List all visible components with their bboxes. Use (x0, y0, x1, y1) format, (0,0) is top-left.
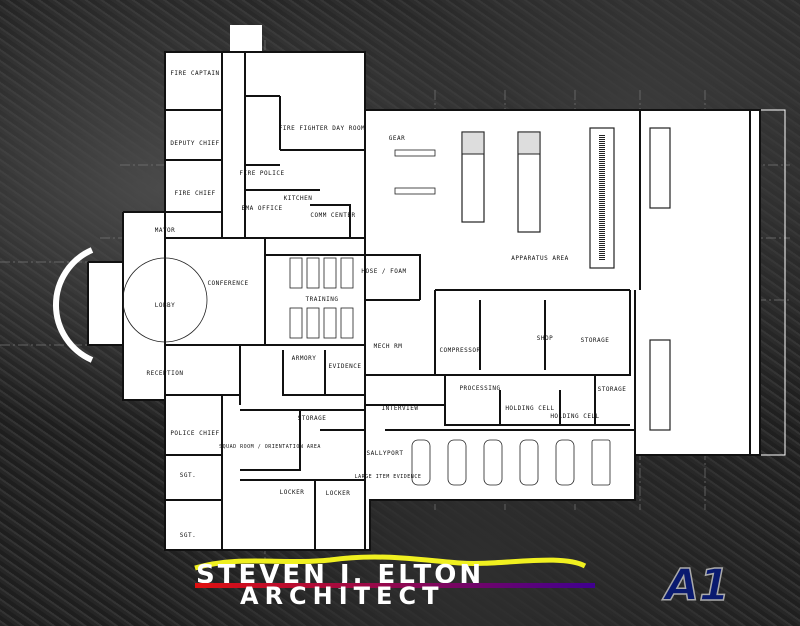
room-deputy-chief: DEPUTY CHIEF (170, 140, 219, 147)
room-lobby: LOBBY (155, 302, 176, 309)
room-labels: FIRE CAPTAIN DEPUTY CHIEF FIRE CHIEF FIR… (146, 70, 627, 539)
room-squad-room: SQUAD ROOM / ORIENTATION AREA (219, 444, 321, 450)
room-hose-foam: HOSE / FOAM (361, 268, 406, 275)
room-large-item-evidence: LARGE ITEM EVIDENCE (355, 474, 422, 480)
room-day-room: FIRE FIGHTER DAY ROOM (279, 125, 365, 132)
room-storage-3: STORAGE (298, 415, 327, 422)
room-fire-captain: FIRE CAPTAIN (170, 70, 219, 77)
logo-mark: A1 (662, 560, 730, 611)
room-police-chief: POLICE CHIEF (170, 430, 219, 437)
room-gear: GEAR (389, 135, 405, 142)
room-compressor: COMPRESSOR (439, 347, 480, 354)
room-mech-rm: MECH RM (374, 343, 403, 350)
room-fire-chief: FIRE CHIEF (174, 190, 215, 197)
logo-color-bar (195, 583, 595, 588)
room-locker-2: LOCKER (326, 490, 351, 497)
fire-trucks (461, 127, 671, 431)
logo-title: ARCHITECT (240, 582, 444, 610)
interior-walls (165, 52, 751, 550)
room-apparatus-area: APPARATUS AREA (511, 255, 569, 262)
room-sgt-2: SGT. (180, 532, 196, 539)
room-storage-1: STORAGE (581, 337, 610, 344)
room-fire-police: FIRE POLICE (239, 170, 284, 177)
room-ema-office: EMA OFFICE (241, 205, 282, 212)
room-locker-1: LOCKER (280, 489, 305, 496)
room-holding-cell-1: HOLDING CELL (505, 405, 554, 412)
training-tables (122, 149, 436, 343)
room-armory: ARMORY (292, 355, 317, 362)
room-comm-center: COMM CENTER (310, 212, 355, 219)
room-kitchen: KITCHEN (284, 195, 313, 202)
room-processing: PROCESSING (459, 385, 500, 392)
room-shop: SHOP (537, 335, 553, 342)
room-evidence: EVIDENCE (329, 363, 362, 370)
room-sgt-1: SGT. (180, 472, 196, 479)
room-interview: INTERVIEW (381, 405, 418, 412)
room-sallyport: SALLYPORT (366, 450, 403, 457)
room-storage-2: STORAGE (598, 386, 627, 393)
parked-cars (411, 439, 611, 486)
room-training: TRAINING (306, 296, 339, 303)
room-mayor: MAYOR (155, 227, 176, 234)
architect-logo: STEVEN J. ELTON ARCHITECT A1 (194, 554, 730, 612)
room-reception: RECEPTION (146, 370, 183, 377)
room-holding-cell-2: HOLDING CELL (550, 413, 599, 420)
room-conference: CONFERENCE (207, 280, 248, 287)
